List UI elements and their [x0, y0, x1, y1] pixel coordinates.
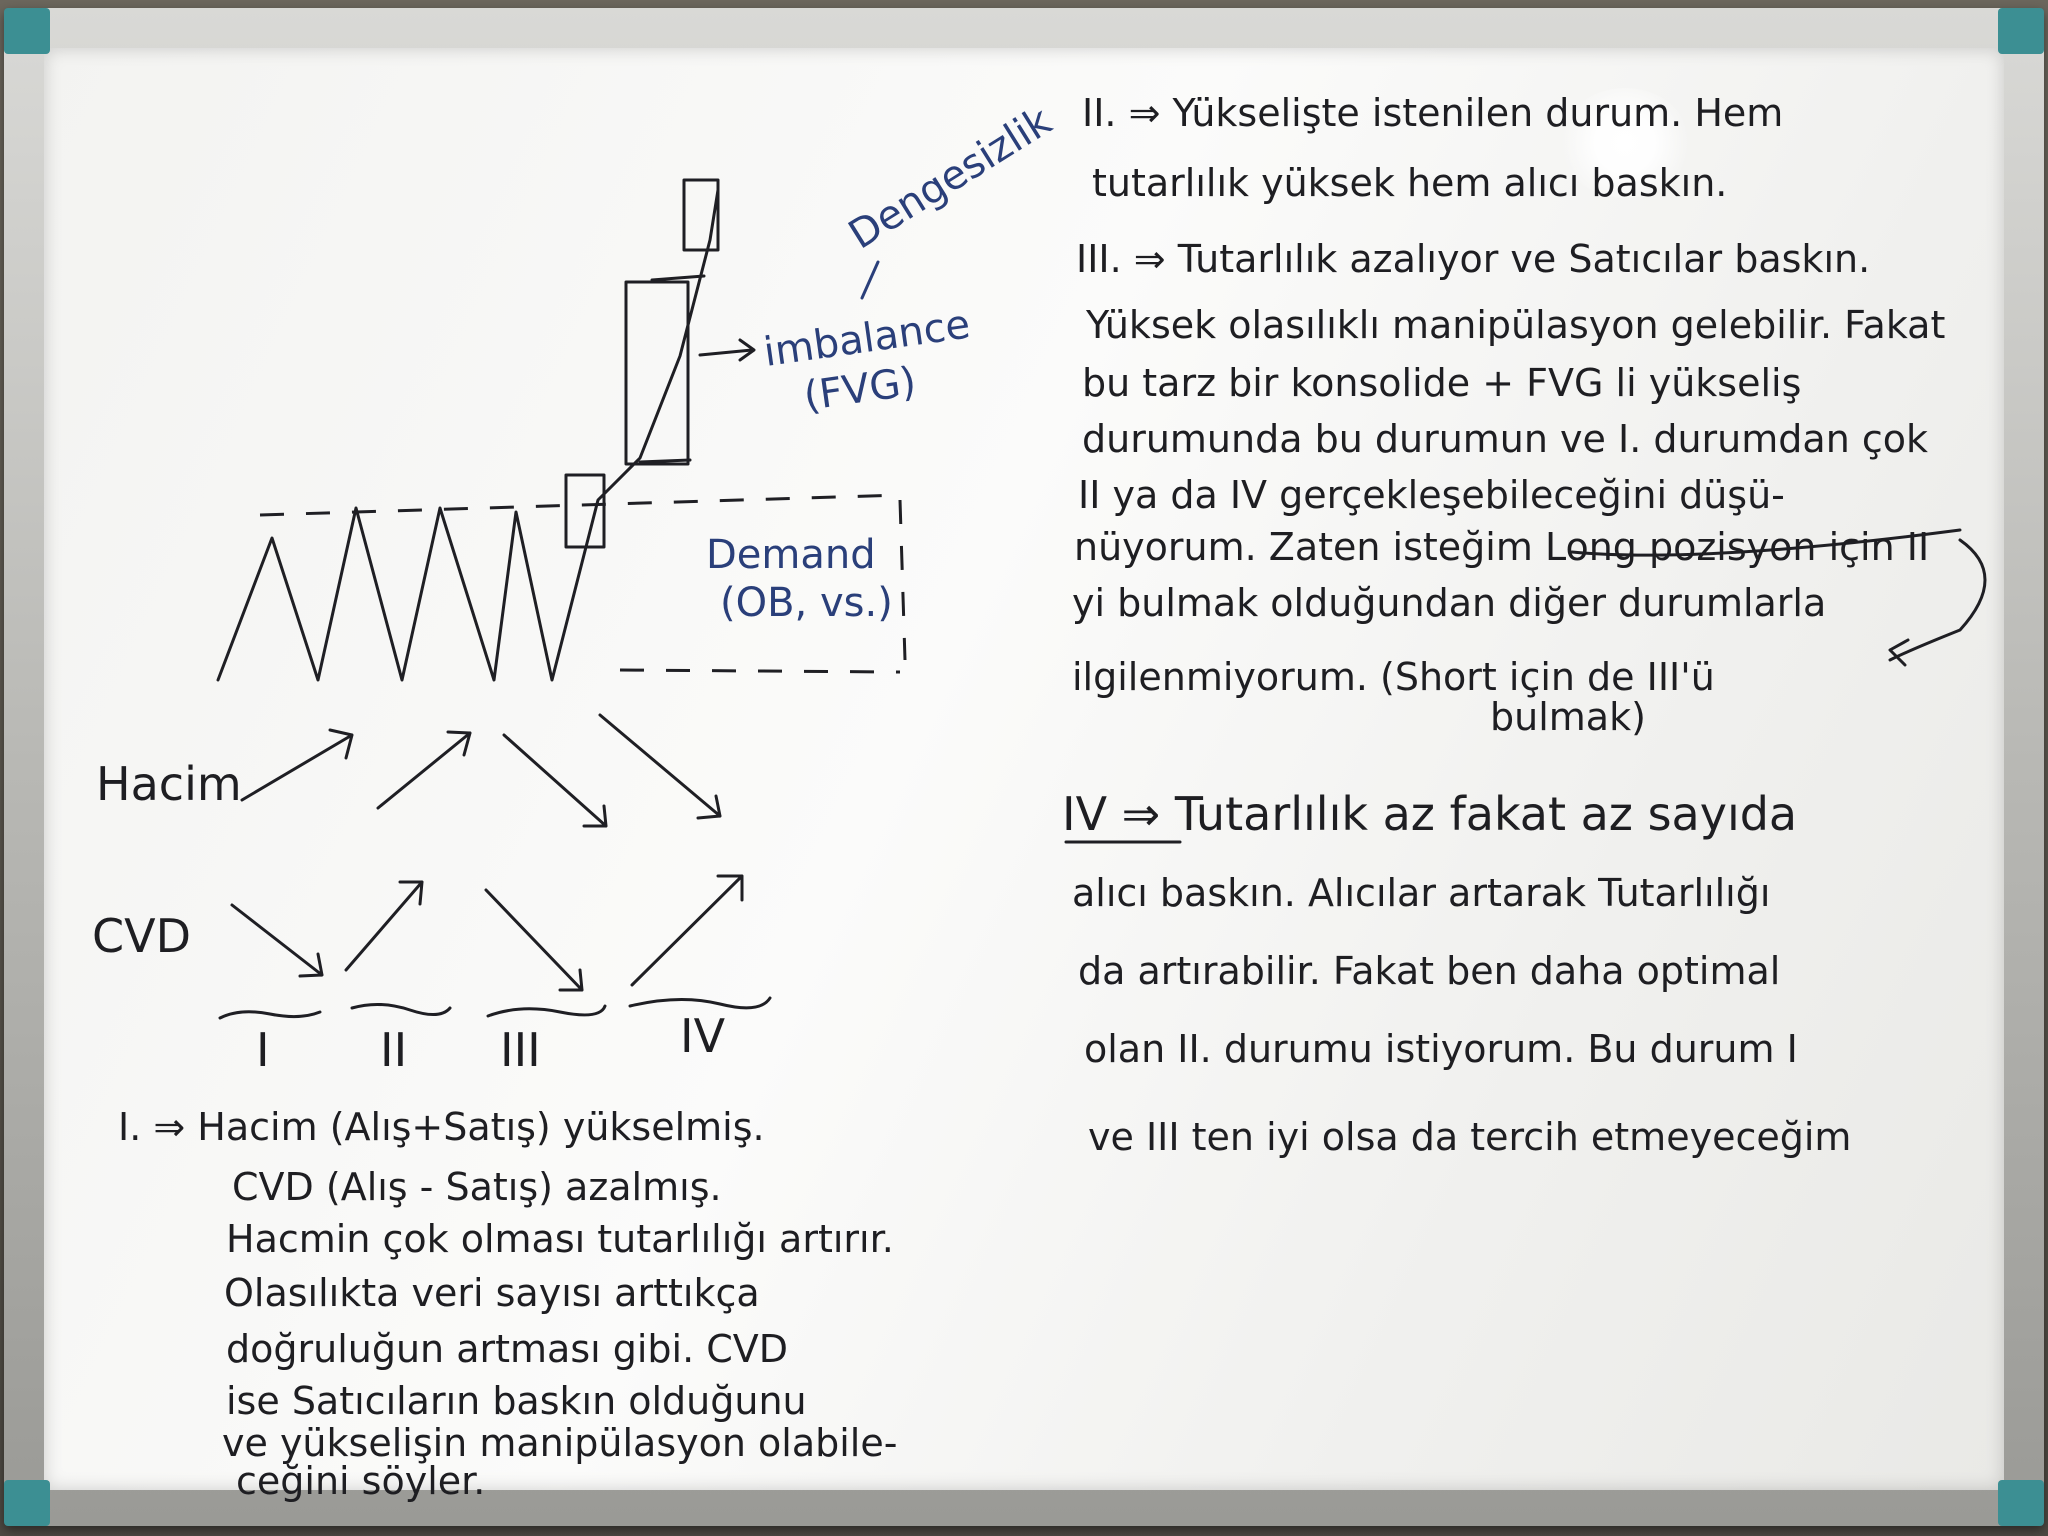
left-note-line-8: ceğini söyler.	[236, 1459, 485, 1503]
right-note-line-14: da artırabilir. Fakat ben daha optimal	[1078, 949, 1780, 993]
right-note-line-16: ve III ten iyi olsa da tercih etmeyeceği…	[1088, 1115, 1851, 1159]
left-note-line-5: doğruluğun artması gibi. CVD	[226, 1327, 788, 1371]
right-note-line-6: durumunda bu durumun ve I. durumdan çok	[1082, 417, 1928, 461]
right-note-line-12: IV ⇒ Tutarlılık az fakat az sayıda	[1062, 787, 1797, 841]
phase-brace-1	[218, 1010, 322, 1020]
left-note-line-1: I. ⇒ Hacim (Alış+Satış) yükselmiş.	[118, 1105, 765, 1149]
right-note-line-10: ilgilenmiyorum. (Short için de III'ü	[1072, 655, 1715, 699]
cvd-arrow-down-1-icon	[230, 903, 324, 978]
hacim-arrow-up-1-icon	[240, 728, 354, 802]
left-note-line-2: CVD (Alış - Satış) azalmış.	[232, 1165, 722, 1209]
dengesizlik-label: Dengesizlik	[841, 98, 1060, 259]
right-note-line-4: Yüksek olasılıklı manipülasyon gelebilir…	[1085, 303, 1945, 347]
phase-label-4: IV	[680, 1009, 726, 1063]
left-note-line-6: ise Satıcıların baskın olduğunu	[226, 1379, 807, 1423]
range-bottom-dashed-line	[619, 668, 901, 674]
cvd-arrow-up-4-icon	[630, 874, 744, 987]
right-note-line-8: nüyorum. Zaten isteğim Long pozisyon içi…	[1074, 525, 1929, 569]
right-curve-arrow	[1888, 538, 1987, 662]
demand-sub-label: (OB, vs.)	[720, 580, 893, 626]
frame-corner-top-left	[4, 8, 50, 54]
demand-label: Demand	[706, 532, 876, 578]
left-note-line-4: Olasılıkta veri sayısı arttıkça	[224, 1271, 760, 1315]
dengesizlik-pointer	[860, 260, 880, 300]
phase-brace-4	[628, 996, 772, 1010]
cvd-row-label: CVD	[92, 909, 191, 963]
cvd-arrow-down-3-icon	[484, 888, 584, 992]
hacim-arrow-up-2-icon	[376, 730, 472, 810]
candle-box-2	[682, 178, 720, 252]
right-note-line-9: yi bulmak olduğundan diğer durumlarla	[1072, 581, 1826, 625]
right-note-line-13: alıcı baskın. Alıcılar artarak Tutarlılı…	[1072, 871, 1770, 915]
fvg-bottom-line	[638, 458, 692, 464]
price-zigzag	[216, 188, 720, 682]
phase-label-2: II	[380, 1023, 407, 1077]
right-note-line-5: bu tarz bir konsolide + FVG li yükseliş	[1082, 361, 1801, 405]
frame-corner-bottom-left	[4, 1480, 50, 1526]
left-note-line-7: ve yükselişin manipülasyon olabile-	[222, 1421, 897, 1465]
right-curve-arrowhead-icon	[1888, 638, 1910, 667]
phase-label-3: III	[500, 1023, 541, 1077]
whiteboard-surface	[44, 48, 2004, 1490]
hacim-arrow-down-3-icon	[502, 733, 608, 828]
left-note-line-3: Hacmin çok olması tutarlılığı artırır.	[226, 1217, 894, 1261]
hacim-arrow-down-4-icon	[598, 713, 722, 820]
demand-zone-edge	[898, 499, 907, 661]
imbalance-arrow-icon	[698, 348, 754, 357]
imbalance-arrowhead-icon	[738, 338, 756, 362]
cvd-arrow-up-2-icon	[344, 880, 424, 972]
frame-corner-top-right	[1998, 8, 2044, 54]
phase-label-1: I	[256, 1023, 270, 1077]
hacim-row-label: Hacim	[96, 757, 242, 811]
phase-brace-2	[350, 1003, 452, 1016]
candle-box-1	[564, 473, 606, 549]
right-note-line-11: bulmak)	[1490, 695, 1646, 739]
right-note-line-1: II. ⇒ Yükselişte istenilen durum. Hem	[1082, 91, 1783, 135]
range-top-dashed-line	[259, 493, 901, 517]
right-note-line-15: olan II. durumu istiyorum. Bu durum I	[1084, 1027, 1798, 1071]
fvg-box	[624, 280, 690, 466]
phase-brace-3	[486, 1004, 607, 1018]
light-glare	[1560, 88, 1690, 198]
right-note-line-2: tutarlılık yüksek hem alıcı baskın.	[1092, 161, 1727, 205]
long-pozisyon-underline	[1570, 528, 1962, 557]
right-note-line-3: III. ⇒ Tutarlılık azalıyor ve Satıcılar …	[1076, 237, 1870, 281]
fvg-top-line	[650, 274, 706, 282]
frame-corner-bottom-right	[1998, 1480, 2044, 1526]
right-note-line-7: II ya da IV gerçekleşebileceğini düşü-	[1078, 473, 1785, 517]
